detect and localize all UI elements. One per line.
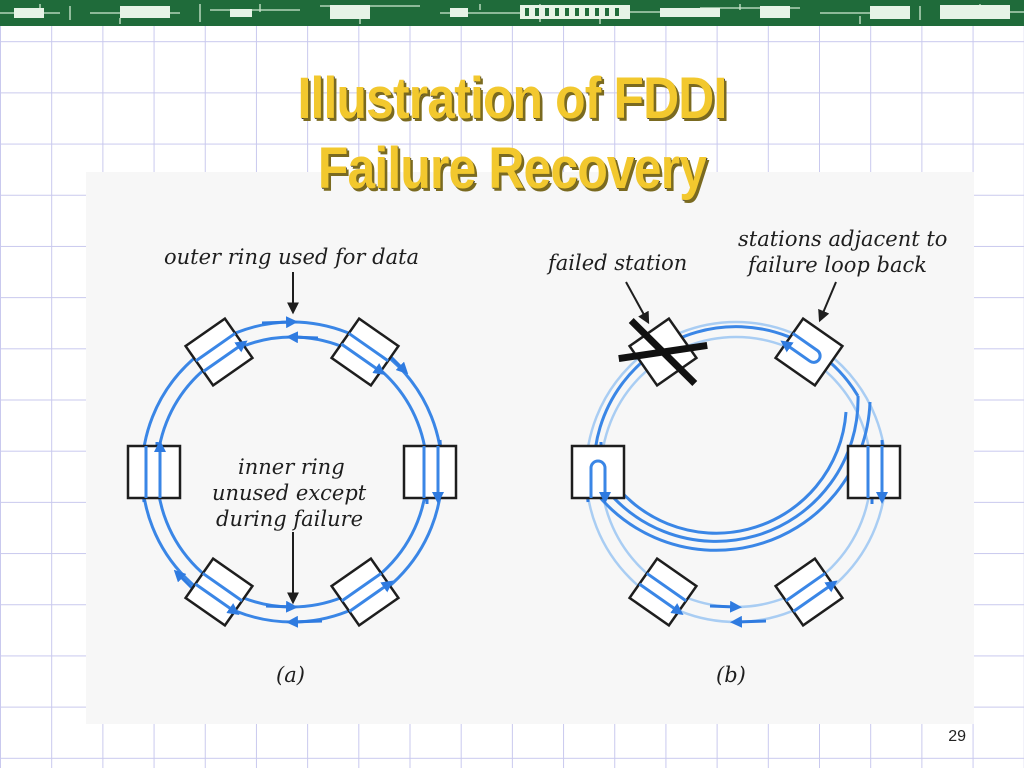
- station-b-bottom-right: [773, 556, 845, 628]
- slide-title-line-2: Failure Recovery: [317, 136, 707, 201]
- station-b-top-right: [773, 316, 845, 388]
- failed-station-callout-arrow: [625, 281, 650, 325]
- label-adjacent-1: stations adjacent to: [738, 227, 947, 251]
- outer-ring-b: [584, 320, 888, 624]
- station-a-bottom-right: [329, 556, 401, 628]
- label-inner-ring-3: during failure: [216, 507, 363, 531]
- station-a-bottom-left: [183, 556, 255, 628]
- fddi-diagram-figure: outer ring used for data inner ring unus…: [86, 172, 974, 724]
- label-outer-ring: outer ring used for data: [164, 245, 419, 269]
- label-failed-station: failed station: [546, 251, 687, 275]
- ring-diagram-a: outer ring used for data inner ring unus…: [126, 245, 458, 687]
- inner-wrap-b: [604, 411, 848, 535]
- station-a-right: [402, 444, 458, 498]
- station-b-right: [846, 444, 902, 498]
- label-inner-ring-1: inner ring: [238, 455, 345, 479]
- station-b-left: [570, 444, 626, 504]
- label-inner-ring-2: unused except: [212, 481, 367, 505]
- station-a-left: [126, 446, 182, 500]
- page-number: 29: [948, 728, 966, 745]
- label-adjacent-2: failure loop back: [746, 253, 927, 277]
- slide-title-line-1: Illustration of FDDI: [297, 66, 728, 131]
- station-b-bottom-left: [627, 556, 699, 628]
- station-a-top-right: [329, 316, 401, 388]
- circuit-board-banner: [0, 0, 1024, 26]
- ring-diagram-b: failed station stations adjacent to fail…: [546, 227, 947, 687]
- failed-station-b: [618, 316, 708, 388]
- adjacent-stations-callout-arrow: [818, 281, 837, 323]
- caption-a: (a): [276, 663, 305, 687]
- slide-title: Illustration of FDDI Failure Recovery: [72, 64, 953, 204]
- station-a-top-left: [183, 316, 255, 388]
- caption-b: (b): [716, 663, 746, 687]
- inner-ring-b: [599, 335, 873, 609]
